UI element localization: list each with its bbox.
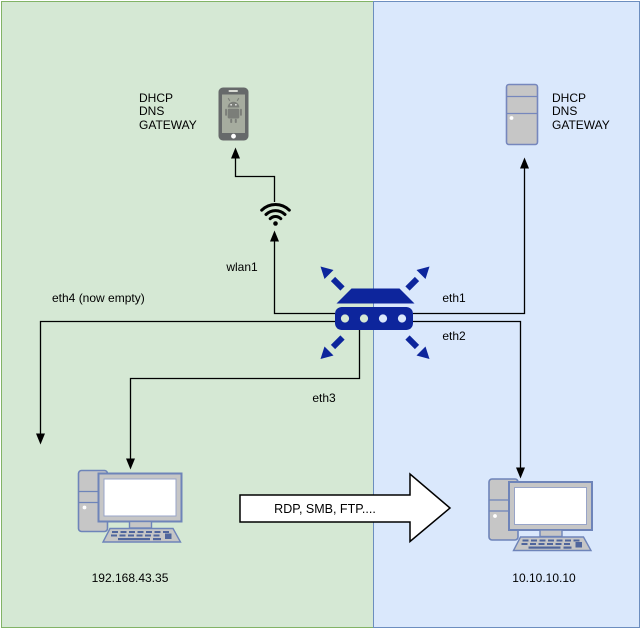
android-robot-glyph xyxy=(225,97,242,123)
server-services-caption: DHCP DNS GATEWAY xyxy=(552,91,610,132)
keyboard-keys xyxy=(111,531,172,541)
flow-arrow xyxy=(239,472,452,544)
eth4-link-line xyxy=(39,320,335,434)
router-arrow-se xyxy=(405,335,420,350)
eth3-link-line xyxy=(129,330,361,459)
interface-label-eth2: eth2 xyxy=(442,329,466,343)
android-phone-icon xyxy=(218,87,249,141)
wifi-icon xyxy=(260,203,291,226)
eth1-link-line xyxy=(413,168,526,315)
arrowhead-down-pc-wan xyxy=(516,467,525,479)
router-arrow-sw xyxy=(330,335,345,350)
arrowhead-up-server xyxy=(520,157,529,169)
server-icon xyxy=(505,83,539,146)
desktop-pc-icon xyxy=(488,478,593,552)
router-arrow-nw xyxy=(330,276,345,291)
wifi-to-phone-line xyxy=(234,158,276,202)
pc-wan-ip-label: 10.10.10.10 xyxy=(512,571,576,585)
router-arrow-ne xyxy=(405,276,420,291)
lan-green-zone xyxy=(1,1,373,628)
router-broadcast-arrows xyxy=(320,266,430,359)
desktop-pc-icon xyxy=(77,469,183,543)
arrowhead-down-eth4 xyxy=(36,433,45,445)
connector-arrowheads xyxy=(36,147,529,479)
arrowhead-up-phone xyxy=(231,147,240,159)
interface-label-eth4: eth4 (now empty) xyxy=(52,291,145,305)
flow-arrow-label: RDP, SMB, FTP.... xyxy=(274,501,376,516)
pc-lan-ip-label: 192.168.43.35 xyxy=(91,571,169,585)
interface-label-eth1: eth1 xyxy=(442,291,466,305)
arrowhead-up-wifi xyxy=(270,230,279,242)
eth2-link-line xyxy=(413,320,522,468)
interface-label-eth3: eth3 xyxy=(312,391,336,405)
wlan1-link-line xyxy=(273,241,335,315)
interface-label-wlan1: wlan1 xyxy=(226,260,258,274)
router-switch-icon xyxy=(335,288,415,330)
arrowhead-down-pc-lan xyxy=(126,458,135,470)
connector-lines xyxy=(39,158,526,468)
phone-services-caption: DHCP DNS GATEWAY xyxy=(139,91,197,132)
